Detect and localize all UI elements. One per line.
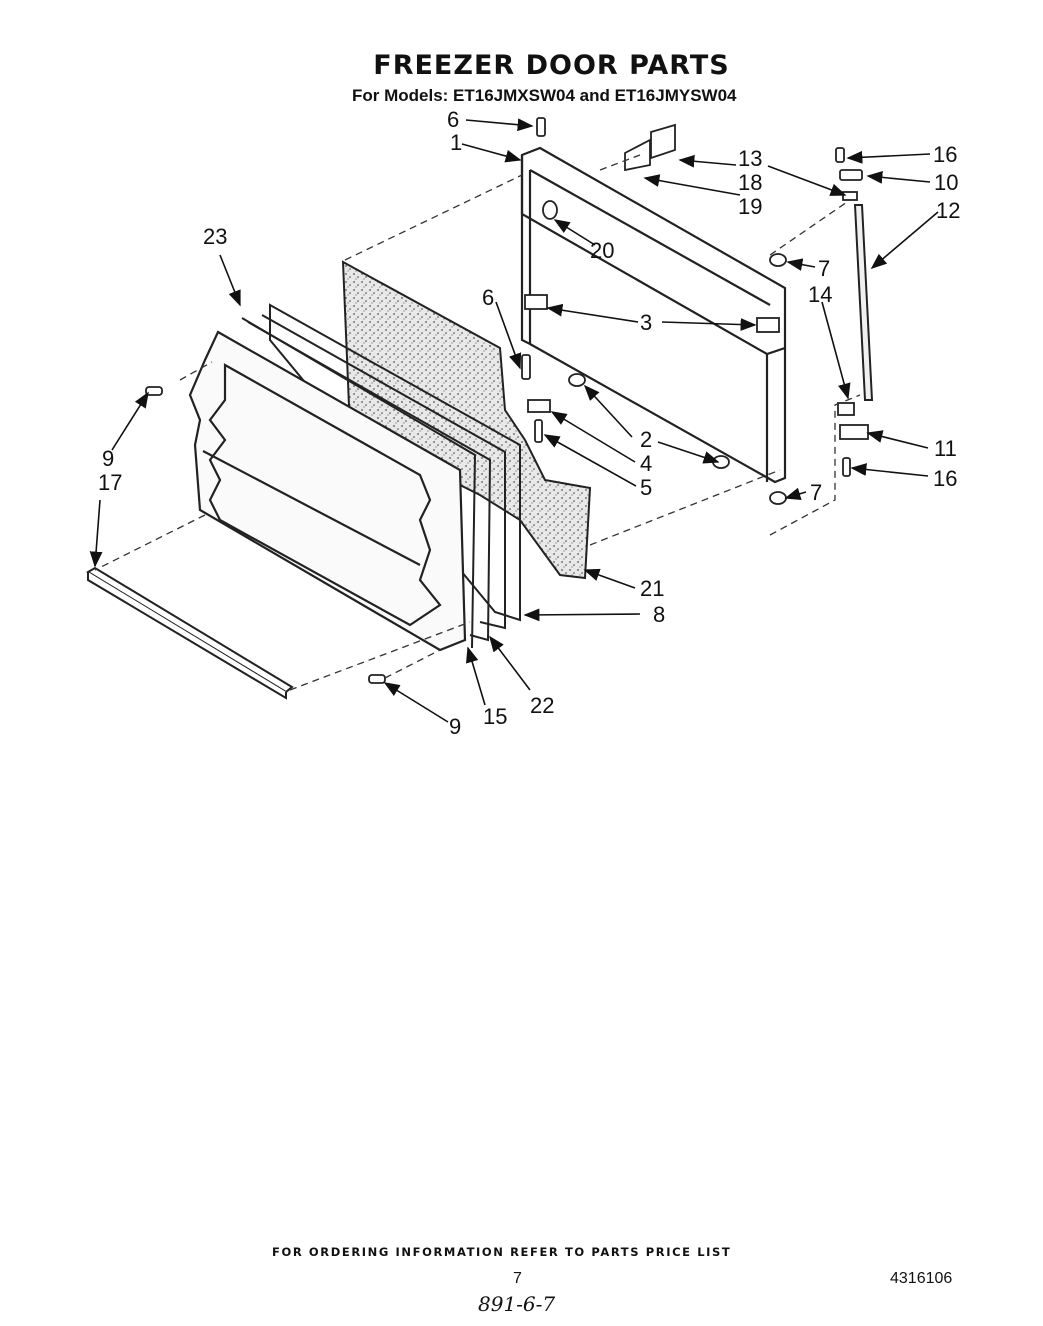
inner-door-panel	[188, 330, 467, 652]
callout-16b: 16	[933, 466, 957, 491]
callout-8: 8	[653, 602, 665, 627]
callout-16a: 16	[933, 142, 957, 167]
callout-9a: 9	[102, 446, 114, 471]
callout-1: 1	[450, 130, 462, 155]
callout-20: 20	[590, 238, 614, 263]
ordering-note: FOR ORDERING INFORMATION REFER TO PARTS …	[272, 1245, 732, 1259]
callout-2: 2	[640, 427, 652, 452]
callout-21: 21	[640, 576, 664, 601]
callout-7a: 7	[818, 256, 830, 281]
shelf-rail	[86, 566, 294, 700]
callout-6a: 6	[447, 107, 459, 132]
callout-4: 4	[640, 451, 652, 476]
callout-13: 13	[738, 146, 762, 171]
callout-14: 14	[808, 282, 832, 307]
callout-numbers: 6 1 13 18 19 16 10 12 20 23 7 14 6 3 9 1…	[98, 107, 960, 739]
callout-17: 17	[98, 470, 122, 495]
handwritten-note: 891-6-7	[478, 1292, 556, 1316]
callout-9b: 9	[449, 714, 461, 739]
callout-18: 18	[738, 170, 762, 195]
door-frame	[520, 146, 787, 484]
door-gaskets	[241, 303, 521, 649]
page-title: FREEZER DOOR PARTS	[373, 50, 730, 81]
callout-5: 5	[640, 475, 652, 500]
callout-6b: 6	[482, 285, 494, 310]
callout-7b: 7	[810, 480, 822, 505]
callout-19: 19	[738, 194, 762, 219]
hinge-bar	[853, 204, 874, 401]
callout-15: 15	[483, 704, 507, 729]
document-number: 4316106	[890, 1270, 953, 1287]
callout-12: 12	[936, 198, 960, 223]
callout-22: 22	[530, 693, 554, 718]
page-number: 7	[513, 1270, 522, 1287]
hardware-parts	[145, 117, 869, 684]
callout-10: 10	[934, 170, 958, 195]
leader-arrows	[89, 118, 939, 723]
callout-11: 11	[934, 436, 957, 461]
callout-23: 23	[203, 224, 227, 249]
alignment-lines	[94, 154, 861, 691]
model-subtitle: For Models: ET16JMXSW04 and ET16JMYSW04	[352, 86, 737, 105]
callout-3: 3	[640, 310, 652, 335]
